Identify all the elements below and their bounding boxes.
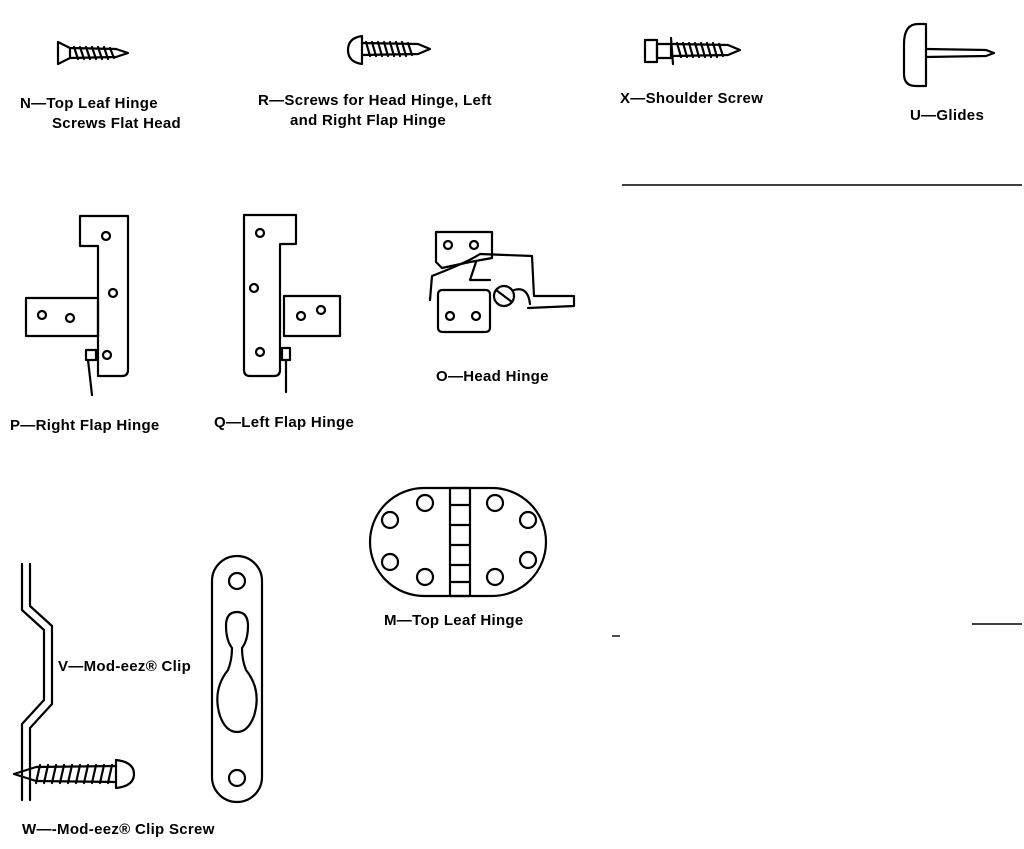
label-part-w: W—-Mod-eez® Clip Screw [22,820,215,840]
mod-eez-clip-screw-icon [12,758,136,790]
label-part-u-line1: U—Glides [910,107,985,124]
label-part-p: P—Right Flap Hinge [10,416,160,436]
shoulder-screw-icon [643,36,742,66]
label-part-m: M—Top Leaf Hinge [384,611,524,631]
label-part-x-line1: X—Shoulder Screw [620,90,764,107]
keyhole-plate-icon [210,554,264,804]
mod-eez-clip-icon [20,562,54,802]
label-part-r: R—Screws for Head Hinge, Left and Right … [258,91,492,131]
top-leaf-hinge-icon [368,486,548,598]
label-part-u: U—Glides [910,106,984,126]
label-part-r-line2: and Right Flap Hinge [290,112,446,129]
label-part-q-line1: Q—Left Flap Hinge [214,414,355,431]
label-part-n-line2: Screws Flat Head [52,115,182,132]
label-part-o: O—Head Hinge [436,367,549,387]
label-part-m-line1: M—Top Leaf Hinge [384,612,524,629]
head-hinge-icon [428,230,576,334]
flat-head-screw-icon [56,40,130,66]
right-flap-hinge-icon [24,214,130,397]
left-flap-hinge-icon [242,213,342,394]
label-part-x: X—Shoulder Screw [620,89,763,109]
label-part-v: V—Mod-eez® Clip [58,657,191,677]
label-part-p-line1: P—Right Flap Hinge [10,417,160,434]
label-part-v-line1: V—Mod-eez® Clip [58,658,192,675]
label-part-n-line1: N—Top Leaf Hinge [20,95,158,112]
glide-icon [902,22,996,88]
label-part-q: Q—Left Flap Hinge [214,413,354,433]
label-part-n: N—Top Leaf Hinge Screws Flat Head [20,94,181,134]
label-part-o-line1: O—Head Hinge [436,368,549,385]
label-part-w-line1: W—-Mod-eez® Clip Screw [22,821,215,838]
round-head-screw-icon [346,34,432,66]
label-part-r-line1: R—Screws for Head Hinge, Left [258,92,492,109]
